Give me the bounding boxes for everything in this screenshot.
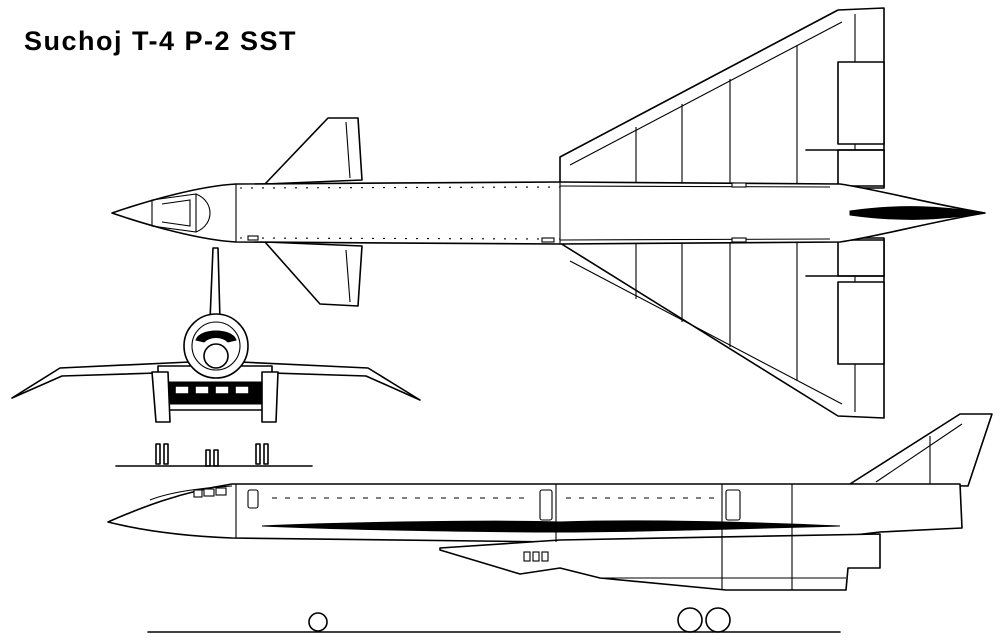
drawing-title: Suchoj T-4 P-2 SST	[24, 26, 298, 56]
front-view	[11, 247, 421, 467]
top-view	[111, 7, 986, 419]
side-view	[107, 413, 993, 633]
